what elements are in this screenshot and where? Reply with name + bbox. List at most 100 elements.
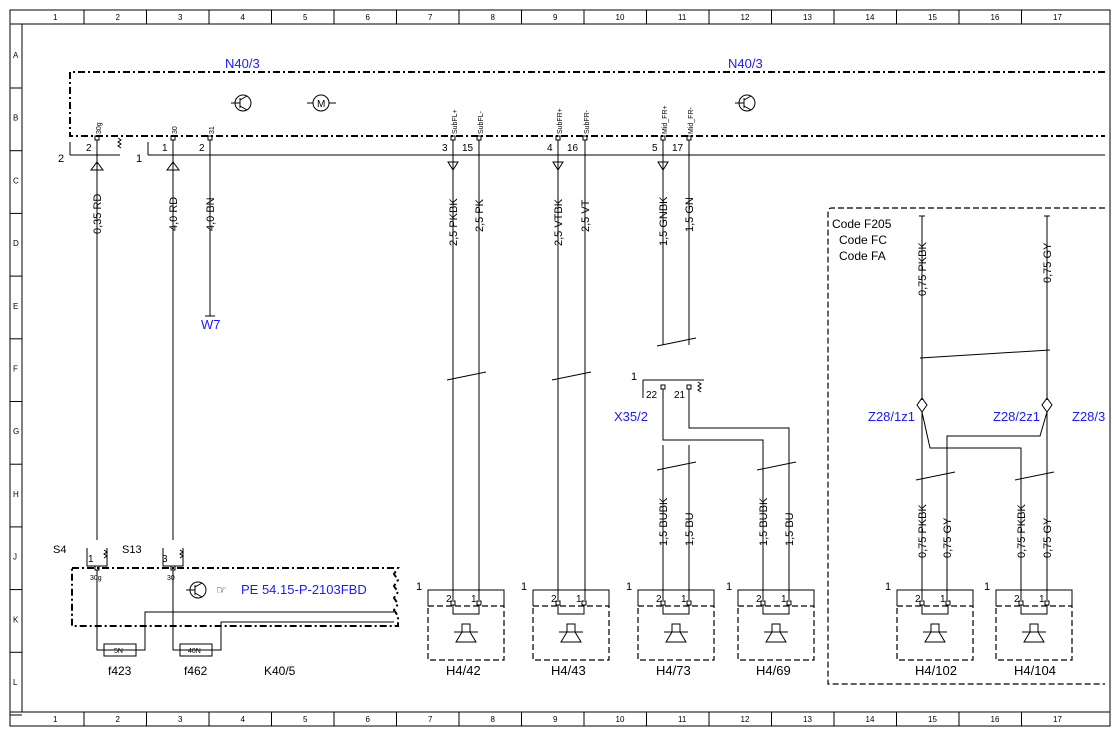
svg-text:1: 1 bbox=[681, 594, 687, 605]
svg-text:4: 4 bbox=[547, 143, 553, 154]
grid-column-label: 1 bbox=[53, 13, 58, 22]
svg-text:1: 1 bbox=[781, 594, 787, 605]
transistor-icon bbox=[735, 94, 756, 112]
svg-text:Mid_FR-: Mid_FR- bbox=[688, 106, 695, 134]
top-pin-subfr-plus: SubFR+ 4 bbox=[547, 108, 564, 154]
transistor-icon bbox=[231, 94, 252, 112]
svg-text:SubFR+: SubFR+ bbox=[557, 108, 564, 134]
grid-column-label: 16 bbox=[991, 715, 1000, 724]
svg-text:31: 31 bbox=[209, 126, 216, 134]
grid-row-label: F bbox=[13, 365, 18, 374]
svg-text:2: 2 bbox=[446, 594, 452, 605]
transistor-icon bbox=[186, 581, 207, 599]
grid-column-label: 16 bbox=[991, 13, 1000, 22]
grid-column-label: 5 bbox=[303, 13, 308, 22]
grid-column-label: 2 bbox=[116, 13, 121, 22]
grid-column-label: 6 bbox=[366, 13, 371, 22]
svg-text:2: 2 bbox=[656, 594, 662, 605]
svg-text:Mid_FR+: Mid_FR+ bbox=[662, 105, 669, 134]
grid-column-label: 2 bbox=[116, 715, 121, 724]
grid-row-label: K bbox=[13, 615, 19, 624]
grid-column-label: 3 bbox=[178, 13, 183, 22]
top-pin-subfl-minus: SubFL- 15 bbox=[462, 110, 485, 154]
fuse-5n bbox=[103, 643, 137, 657]
grid-column-label: 10 bbox=[616, 715, 625, 724]
svg-text:2: 2 bbox=[756, 594, 762, 605]
grid-column-label: 4 bbox=[241, 715, 246, 724]
grid-column-label: 5 bbox=[303, 715, 308, 724]
speaker-label: H4/42 bbox=[446, 663, 481, 678]
grid-column-label: 14 bbox=[866, 715, 875, 724]
code-line: Code FA bbox=[839, 249, 886, 263]
grid-row-label: L bbox=[13, 678, 18, 687]
svg-text:40N: 40N bbox=[188, 648, 201, 655]
top-pin-31: 31 2 bbox=[199, 126, 216, 154]
svg-text:2: 2 bbox=[199, 143, 205, 154]
svg-text:30g: 30g bbox=[96, 122, 103, 134]
s13-pin: 3 bbox=[162, 554, 168, 565]
x35-pin-22: 22 bbox=[646, 390, 658, 401]
svg-text:5N: 5N bbox=[114, 648, 123, 655]
wire-label: 2,5 PK bbox=[474, 198, 486, 232]
top-pin-30g: 30g 2 bbox=[86, 122, 122, 154]
z28-1-label: Z28/1z1 bbox=[868, 409, 915, 424]
x35-pin-label: 1 bbox=[631, 371, 637, 383]
s4-pin: 1 bbox=[88, 554, 94, 565]
speaker-pin-1: 1 bbox=[521, 581, 527, 593]
wire-label: 0,75 GY bbox=[1042, 517, 1054, 558]
svg-text:SubFL-: SubFL- bbox=[478, 110, 485, 134]
svg-text:1: 1 bbox=[471, 594, 477, 605]
grid-column-label: 7 bbox=[428, 715, 433, 724]
z28-2-label: Z28/2z1 bbox=[993, 409, 1040, 424]
speaker-label: H4/73 bbox=[656, 663, 691, 678]
grid-row-label: J bbox=[13, 553, 17, 562]
wire-label: 0,75 GY bbox=[1042, 242, 1054, 283]
grid-column-label: 15 bbox=[928, 715, 937, 724]
grid-column-label: 4 bbox=[241, 13, 246, 22]
grid-column-label: 12 bbox=[741, 715, 750, 724]
speaker-icon bbox=[923, 623, 947, 643]
k40-module-boundary bbox=[71, 567, 400, 627]
speaker-icon bbox=[664, 623, 688, 643]
grid-column-label: 17 bbox=[1053, 13, 1062, 22]
grid-column-label: 7 bbox=[428, 13, 433, 22]
connector-2-label: 2 bbox=[58, 153, 64, 165]
wire-label: 1,5 BU bbox=[784, 512, 796, 546]
svg-text:M: M bbox=[317, 99, 325, 110]
svg-text:1: 1 bbox=[1039, 594, 1045, 605]
grid-column-label: 3 bbox=[178, 715, 183, 724]
grid-column-label: 17 bbox=[1053, 715, 1062, 724]
svg-text:16: 16 bbox=[567, 143, 579, 154]
grid-column-label: 13 bbox=[803, 715, 812, 724]
svg-text:2: 2 bbox=[915, 594, 921, 605]
wire-label: 1,5 GN bbox=[684, 197, 696, 232]
grid-row-label: B bbox=[13, 114, 18, 123]
pe-reference-link[interactable]: PE 54.15-P-2103FBD bbox=[241, 582, 367, 597]
svg-text:SubFL+: SubFL+ bbox=[452, 109, 459, 134]
top-pin-midfr-minus: Mid_FR- 17 bbox=[672, 106, 695, 154]
svg-text:2: 2 bbox=[86, 143, 92, 154]
s13-label: S13 bbox=[122, 544, 142, 556]
z28-3-label: Z28/3 bbox=[1072, 409, 1105, 424]
grid-column-label: 13 bbox=[803, 13, 812, 22]
x35-pin-21: 21 bbox=[674, 390, 686, 401]
top-pin-subfr-minus: SubFR- 16 bbox=[567, 109, 591, 154]
speaker-icon bbox=[764, 623, 788, 643]
wire-label: 0,75 PKBK bbox=[917, 242, 929, 296]
svg-text:2: 2 bbox=[1014, 594, 1020, 605]
grid-column-label: 9 bbox=[553, 715, 558, 724]
top-pin-subfl-plus: SubFL+ 3 bbox=[442, 109, 459, 154]
s13-term: 30 bbox=[167, 575, 175, 582]
grid-column-labels: 1122334455667788991010111112121313141415… bbox=[53, 10, 1062, 726]
speaker-label: H4/104 bbox=[1014, 663, 1056, 678]
speaker-icon bbox=[559, 623, 583, 643]
top-pin-30: 30 1 bbox=[162, 126, 179, 154]
